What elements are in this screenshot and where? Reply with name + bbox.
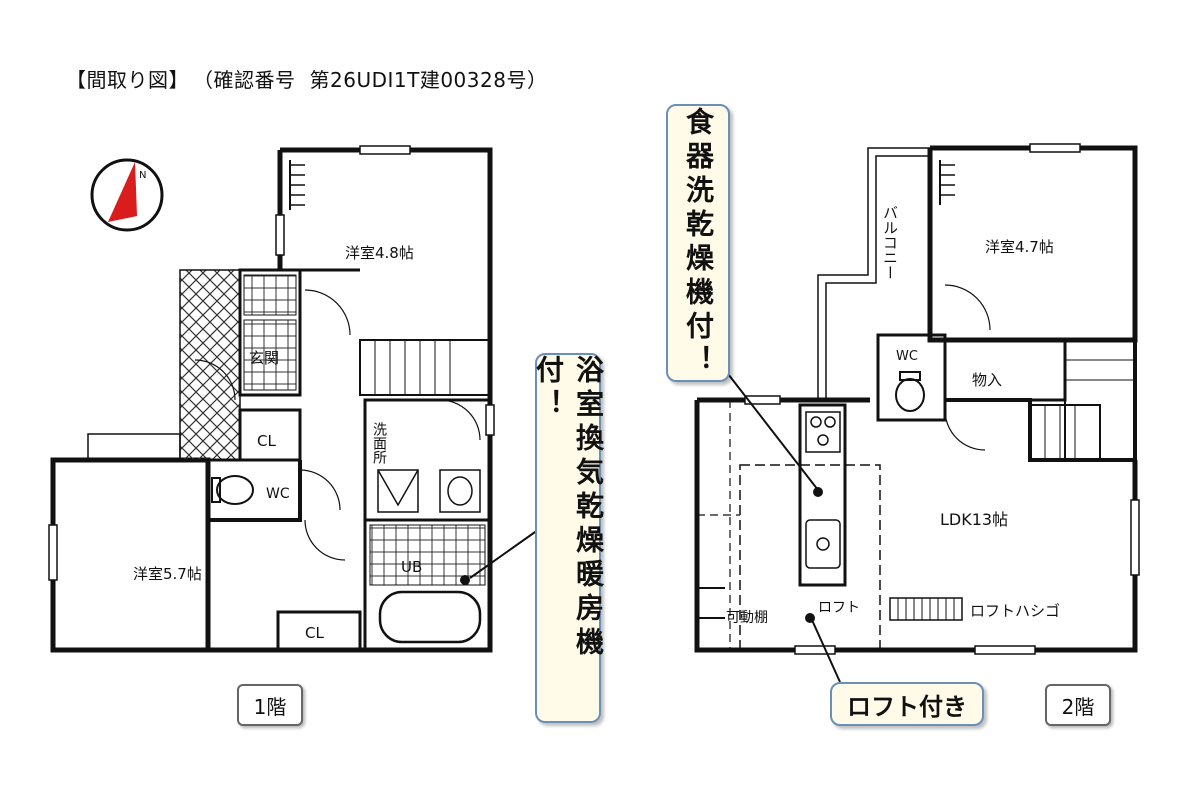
floor1-label: 1階 (237, 684, 303, 726)
room-entrance: 玄関 (249, 349, 279, 367)
confirmation-prefix: （確認番号 (203, 68, 296, 92)
loft-callout-leader (811, 619, 841, 683)
room-ldk: LDK13帖 (940, 510, 1008, 529)
floor1-plan (48, 145, 495, 653)
room-loft-ladder: ロフトハシゴ (970, 602, 1060, 620)
room-closet-1: CL (257, 432, 276, 450)
room-western-4-8: 洋室4.8帖 (345, 244, 414, 262)
compass-icon: N (90, 158, 164, 232)
bath-dryer-marker (460, 575, 470, 585)
bath-dryer-callout: 浴室換気乾燥暖房機付！ (532, 353, 605, 723)
loft-marker (805, 613, 815, 623)
room-western-4-7: 洋室4.7帖 (985, 238, 1054, 256)
room-wc-2f: WC (896, 349, 918, 364)
room-loft: ロフト (818, 600, 860, 616)
room-unit-bath: UB (401, 558, 422, 576)
room-wc-1f: WC (266, 486, 290, 502)
dishwasher-callout: 食器洗乾燥機付！ (666, 104, 730, 382)
dishwasher-marker (813, 487, 823, 497)
dishwasher-callout-leader (724, 369, 819, 491)
room-closet-2: CL (305, 624, 324, 642)
loft-callout: ロフト付き (830, 682, 984, 726)
compass-north-label: N (139, 170, 146, 181)
room-shelf: 可動棚 (726, 610, 768, 626)
bath-callout-leader (469, 524, 546, 579)
plan-title: 【間取り図】 (66, 68, 189, 92)
floor2-plan (694, 143, 1140, 655)
plan-header: 【間取り図】 （確認番号第26UDI1T建00328号） (66, 64, 561, 93)
room-balcony: バルコニー (881, 205, 899, 280)
room-western-5-7: 洋室5.7帖 (133, 565, 202, 583)
confirmation-number: 第26UDI1T建00328号） (309, 68, 548, 92)
floor2-label: 2階 (1045, 684, 1111, 726)
room-storage: 物入 (972, 371, 1002, 389)
room-washroom: 洗面所 (371, 422, 387, 464)
